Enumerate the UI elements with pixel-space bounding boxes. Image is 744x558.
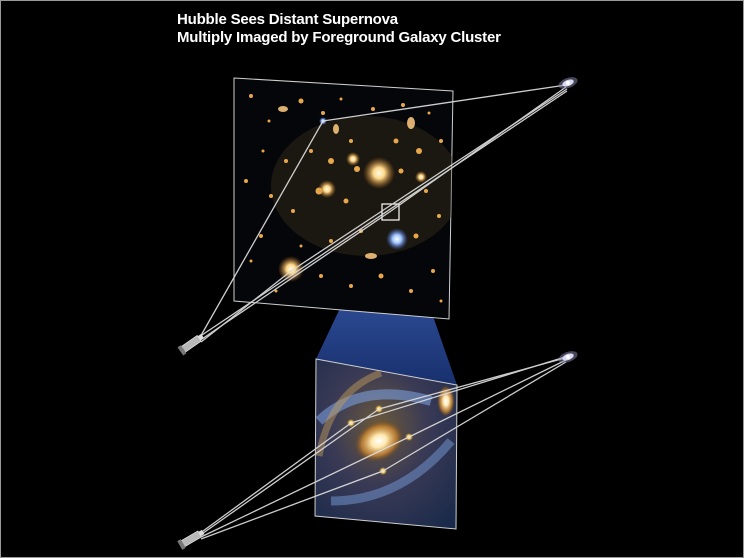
light-rays-cluster [198,84,568,343]
spiral-galaxy-icon [558,351,578,363]
galaxy-cluster-image [233,77,454,320]
diagram-title: Hubble Sees Distant Supernova Multiply I… [177,11,501,47]
light-rays-zoomed [198,356,567,540]
title-line-2: Multiply Imaged by Foreground Galaxy Clu… [177,29,501,46]
hubble-telescope-icon [177,333,204,356]
zoom-selection-box [381,203,400,221]
hubble-telescope-icon [177,529,205,550]
spiral-galaxy-icon [558,77,578,89]
title-line-1: Hubble Sees Distant Supernova [177,11,398,28]
zoomed-lensed-galaxy-image [314,358,458,530]
